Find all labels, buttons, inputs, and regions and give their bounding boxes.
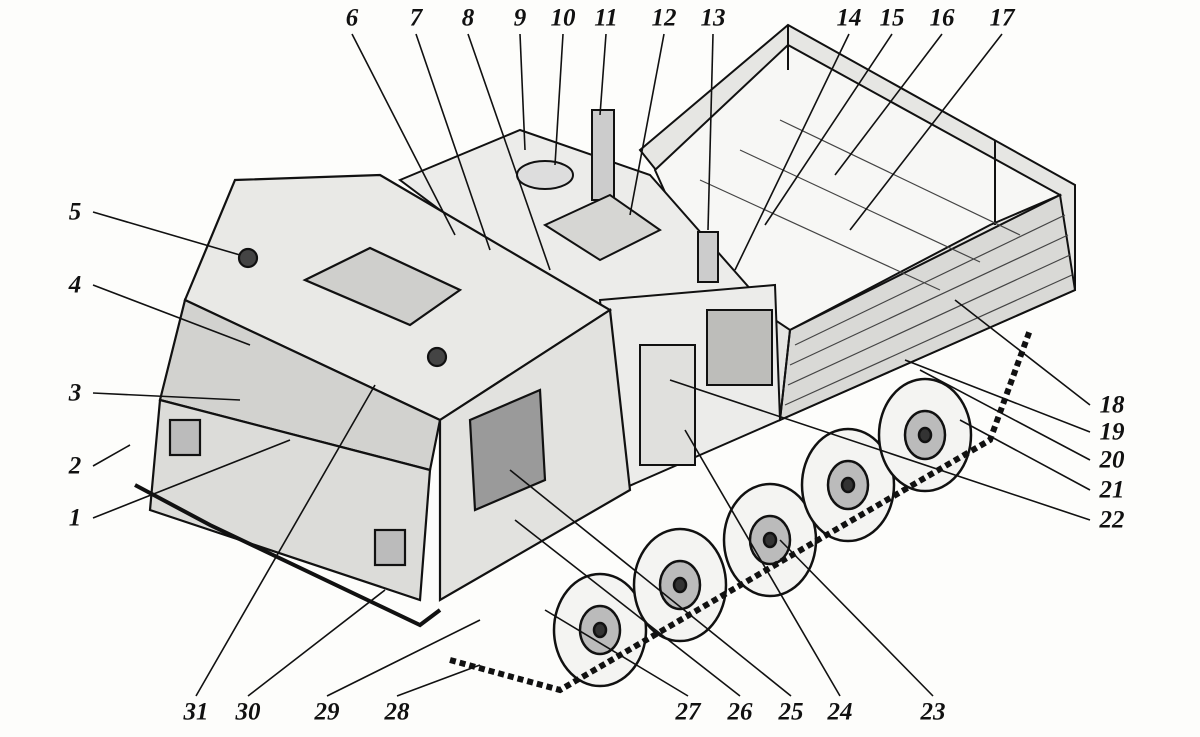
leader-line-17 — [849, 33, 1003, 231]
callout-24: 24 — [827, 698, 853, 726]
bed-slats — [699, 119, 1073, 406]
track — [449, 328, 1033, 694]
callout-15: 15 — [879, 4, 905, 32]
callout-26: 26 — [727, 698, 753, 726]
callout-28: 28 — [384, 698, 410, 726]
callout-13: 13 — [700, 4, 726, 32]
callout-7: 7 — [409, 4, 423, 32]
callout-11: 11 — [594, 4, 618, 32]
leader-line-27 — [544, 609, 689, 697]
leader-line-4 — [92, 284, 251, 346]
leader-line-9 — [519, 33, 526, 151]
leader-line-19 — [904, 359, 1091, 433]
callout-12: 12 — [651, 4, 677, 32]
leader-line-25 — [509, 469, 792, 697]
leader-line-13 — [707, 33, 714, 231]
callout-8: 8 — [461, 4, 475, 32]
leader-line-21 — [959, 419, 1091, 491]
callout-17: 17 — [989, 4, 1015, 32]
leader-line-23 — [779, 539, 934, 697]
callout-10: 10 — [550, 4, 576, 32]
callout-25: 25 — [778, 698, 804, 726]
leader-line-2 — [92, 444, 131, 467]
leader-line-20 — [919, 369, 1091, 461]
callout-29: 29 — [314, 698, 340, 726]
leader-line-28 — [396, 664, 481, 697]
leader-line-24 — [684, 429, 841, 697]
leader-line-14 — [734, 33, 850, 271]
leader-line-15 — [764, 33, 893, 226]
callout-4: 4 — [68, 271, 82, 299]
callout-23: 23 — [920, 698, 946, 726]
cab — [134, 173, 632, 628]
leader-line-6 — [351, 33, 456, 236]
road-wheel — [632, 527, 728, 643]
leader-line-18 — [954, 299, 1091, 406]
callout-2: 2 — [68, 452, 82, 480]
leader-line-1 — [92, 439, 291, 519]
callout-27: 27 — [675, 698, 701, 726]
leader-line-26 — [514, 519, 741, 697]
callout-3: 3 — [68, 379, 82, 407]
leader-line-5 — [92, 211, 241, 256]
callout-9: 9 — [513, 4, 527, 32]
callout-16: 16 — [929, 4, 955, 32]
callout-22: 22 — [1099, 506, 1125, 534]
leader-line-12 — [629, 33, 665, 216]
road-wheel — [552, 572, 648, 688]
road-wheel — [722, 482, 818, 598]
callout-19: 19 — [1099, 418, 1125, 446]
callout-5: 5 — [68, 198, 82, 226]
callout-1: 1 — [68, 504, 82, 532]
leader-line-11 — [599, 33, 607, 116]
leader-line-30 — [247, 589, 386, 697]
leader-line-7 — [415, 33, 491, 251]
callout-14: 14 — [836, 4, 862, 32]
callout-31: 31 — [183, 698, 209, 726]
leader-line-16 — [834, 33, 943, 176]
leader-line-10 — [554, 33, 564, 166]
callout-30: 30 — [235, 698, 261, 726]
callout-20: 20 — [1099, 446, 1125, 474]
leader-line-22 — [669, 379, 1091, 521]
leader-line-3 — [92, 392, 241, 401]
leader-line-29 — [326, 619, 481, 697]
callout-6: 6 — [345, 4, 359, 32]
road-wheel — [800, 427, 896, 543]
leader-line-31 — [195, 384, 376, 697]
leader-lines — [92, 33, 1091, 697]
road-wheel — [877, 377, 973, 493]
callout-18: 18 — [1099, 391, 1125, 419]
callout-21: 21 — [1099, 476, 1125, 504]
cargo-bed — [638, 23, 1077, 422]
leader-line-8 — [467, 33, 551, 271]
